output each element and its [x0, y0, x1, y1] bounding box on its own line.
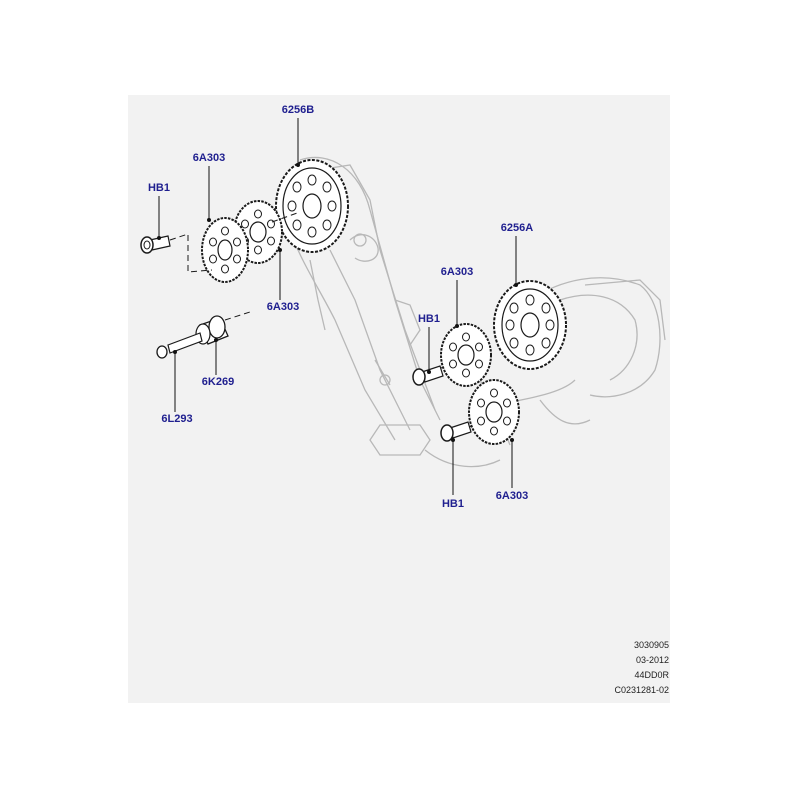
callout-hb1-right-lower: HB1 [441, 498, 465, 510]
sprocket-6a303-right-lower [468, 379, 520, 445]
callout-6a303-right-lower: 6A303 [495, 490, 529, 502]
callout-6a303-right-upper: 6A303 [440, 266, 474, 278]
callout-6a303-top-left: 6A303 [192, 152, 226, 164]
callout-6k269: 6K269 [201, 376, 235, 388]
callout-hb1-right-upper: HB1 [417, 313, 441, 325]
pin-6l293 [156, 332, 203, 359]
leader-dots [157, 163, 518, 442]
callout-6a303-mid-left: 6A303 [266, 301, 300, 313]
leader-lines [158, 118, 517, 495]
ref-model-code: 44DD0R [634, 670, 669, 680]
sprocket-6256a [493, 280, 567, 370]
sprocket-6a303-right-upper [440, 323, 492, 387]
diagram-panel [128, 95, 670, 703]
callout-hb1-left: HB1 [147, 182, 171, 194]
ref-date: 03-2012 [635, 655, 669, 665]
sleeve-6k269 [195, 315, 229, 345]
camshaft-sprocket-6256b [275, 159, 349, 253]
ref-catalog-code: C0231281-02 [614, 685, 669, 695]
bolt-hb1-right-lower [440, 421, 472, 442]
bolt-hb1-right-upper [412, 365, 444, 386]
sprocket-6a303-left-front [201, 217, 249, 283]
callout-6256a: 6256A [500, 222, 534, 234]
bolt-hb1-left [140, 235, 171, 254]
callout-6256b: 6256B [281, 104, 315, 116]
ref-illustration-number: 3030905 [633, 640, 669, 650]
callout-6l293: 6L293 [161, 413, 193, 425]
